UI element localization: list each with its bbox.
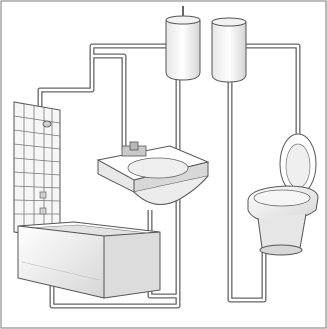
pipe-tank-to-basin	[92, 56, 124, 150]
pipe-tank-right-to-toilet	[244, 46, 298, 140]
bathtub	[18, 222, 160, 298]
cold-water-tank-left	[166, 6, 200, 80]
shower-with-tiled-wall	[14, 102, 60, 238]
toilet	[248, 134, 318, 255]
shower-head-icon	[43, 121, 51, 127]
cold-water-tank-right	[212, 18, 246, 82]
wash-basin	[98, 142, 208, 205]
